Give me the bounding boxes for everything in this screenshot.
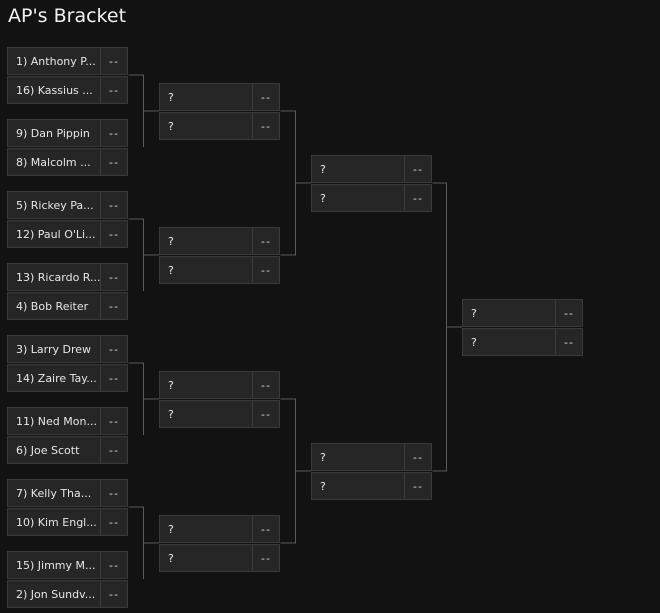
team-slot[interactable]: ? -- xyxy=(159,112,280,140)
team-slot[interactable]: ? -- xyxy=(311,472,432,500)
team-score: -- xyxy=(100,77,127,103)
team-name: ? xyxy=(168,234,174,248)
team-score: -- xyxy=(252,113,279,139)
team-score: -- xyxy=(100,437,127,463)
page-title: AP's Bracket xyxy=(8,5,127,27)
team-slot[interactable]: 5) Rickey Pa... -- xyxy=(7,191,128,219)
team-name: ? xyxy=(320,191,326,205)
team-name: 9) Dan Pippin xyxy=(16,126,90,140)
team-slot[interactable]: 14) Zaire Tay... -- xyxy=(7,364,128,392)
team-name: 5) Rickey Pa... xyxy=(16,198,94,212)
team-score: -- xyxy=(100,365,127,391)
team-score: -- xyxy=(100,120,127,146)
team-name: ? xyxy=(168,378,174,392)
connector-r2-2 xyxy=(280,398,311,544)
connector-r3-1 xyxy=(432,182,462,472)
connector-r1-3 xyxy=(128,362,159,435)
team-slot[interactable]: 7) Kelly Tha... -- xyxy=(7,479,128,507)
team-slot[interactable]: 13) Ricardo R... -- xyxy=(7,263,128,291)
team-name: ? xyxy=(471,335,477,349)
team-score: -- xyxy=(252,84,279,110)
team-slot[interactable]: 9) Dan Pippin -- xyxy=(7,119,128,147)
team-slot[interactable]: ? -- xyxy=(159,371,280,399)
team-name: ? xyxy=(320,450,326,464)
team-name: 11) Ned Mon... xyxy=(16,414,97,428)
team-slot[interactable]: ? -- xyxy=(159,256,280,284)
team-slot[interactable]: ? -- xyxy=(159,400,280,428)
team-slot[interactable]: 8) Malcolm ... -- xyxy=(7,148,128,176)
team-slot[interactable]: ? -- xyxy=(159,515,280,543)
connector-r1-1 xyxy=(128,74,159,147)
team-slot[interactable]: 12) Paul O'Li... -- xyxy=(7,220,128,248)
team-name: 14) Zaire Tay... xyxy=(16,371,97,385)
team-name: ? xyxy=(168,119,174,133)
team-name: ? xyxy=(168,551,174,565)
team-score: -- xyxy=(100,221,127,247)
team-name: 2) Jon Sundv... xyxy=(16,587,96,601)
team-name: 10) Kim Engl... xyxy=(16,515,97,529)
team-name: 16) Kassius ... xyxy=(16,83,93,97)
team-score: -- xyxy=(100,581,127,607)
team-name: 7) Kelly Tha... xyxy=(16,486,92,500)
team-name: 6) Joe Scott xyxy=(16,443,80,457)
team-score: -- xyxy=(100,552,127,578)
team-slot[interactable]: 15) Jimmy M... -- xyxy=(7,551,128,579)
team-slot[interactable]: ? -- xyxy=(462,328,583,356)
team-name: ? xyxy=(168,522,174,536)
team-slot[interactable]: 10) Kim Engl... -- xyxy=(7,508,128,536)
team-score: -- xyxy=(252,372,279,398)
team-name: ? xyxy=(471,306,477,320)
team-name: 1) Anthony P... xyxy=(16,54,96,68)
team-score: -- xyxy=(404,473,431,499)
team-name: 8) Malcolm ... xyxy=(16,155,91,169)
team-name: ? xyxy=(320,162,326,176)
team-slot[interactable]: ? -- xyxy=(159,544,280,572)
connector-r1-2 xyxy=(128,218,159,291)
connector-r2-1 xyxy=(280,110,311,256)
team-name: ? xyxy=(168,263,174,277)
team-slot[interactable]: ? -- xyxy=(159,83,280,111)
team-name: 3) Larry Drew xyxy=(16,342,92,356)
team-name: 15) Jimmy M... xyxy=(16,558,96,572)
team-slot[interactable]: ? -- xyxy=(462,299,583,327)
team-score: -- xyxy=(100,480,127,506)
team-score: -- xyxy=(252,228,279,254)
team-name: ? xyxy=(168,90,174,104)
team-slot[interactable]: 1) Anthony P... -- xyxy=(7,47,128,75)
team-name: 12) Paul O'Li... xyxy=(16,227,96,241)
team-score: -- xyxy=(404,156,431,182)
team-name: 13) Ricardo R... xyxy=(16,270,100,284)
team-score: -- xyxy=(404,444,431,470)
team-slot[interactable]: ? -- xyxy=(311,155,432,183)
team-score: -- xyxy=(100,48,127,74)
team-slot[interactable]: ? -- xyxy=(159,227,280,255)
team-slot[interactable]: 2) Jon Sundv... -- xyxy=(7,580,128,608)
connector-r1-4 xyxy=(128,506,159,579)
team-slot[interactable]: ? -- xyxy=(311,184,432,212)
team-score: -- xyxy=(100,509,127,535)
team-score: -- xyxy=(252,545,279,571)
team-score: -- xyxy=(555,329,582,355)
team-score: -- xyxy=(100,408,127,434)
team-score: -- xyxy=(252,516,279,542)
team-score: -- xyxy=(100,293,127,319)
team-score: -- xyxy=(555,300,582,326)
team-slot[interactable]: 11) Ned Mon... -- xyxy=(7,407,128,435)
team-name: ? xyxy=(320,479,326,493)
team-score: -- xyxy=(100,192,127,218)
team-score: -- xyxy=(252,401,279,427)
team-score: -- xyxy=(252,257,279,283)
team-score: -- xyxy=(100,264,127,290)
team-score: -- xyxy=(404,185,431,211)
team-slot[interactable]: 16) Kassius ... -- xyxy=(7,76,128,104)
team-slot[interactable]: 4) Bob Reiter -- xyxy=(7,292,128,320)
team-slot[interactable]: ? -- xyxy=(311,443,432,471)
team-score: -- xyxy=(100,149,127,175)
team-score: -- xyxy=(100,336,127,362)
team-name: 4) Bob Reiter xyxy=(16,299,89,313)
team-slot[interactable]: 6) Joe Scott -- xyxy=(7,436,128,464)
team-slot[interactable]: 3) Larry Drew -- xyxy=(7,335,128,363)
team-name: ? xyxy=(168,407,174,421)
